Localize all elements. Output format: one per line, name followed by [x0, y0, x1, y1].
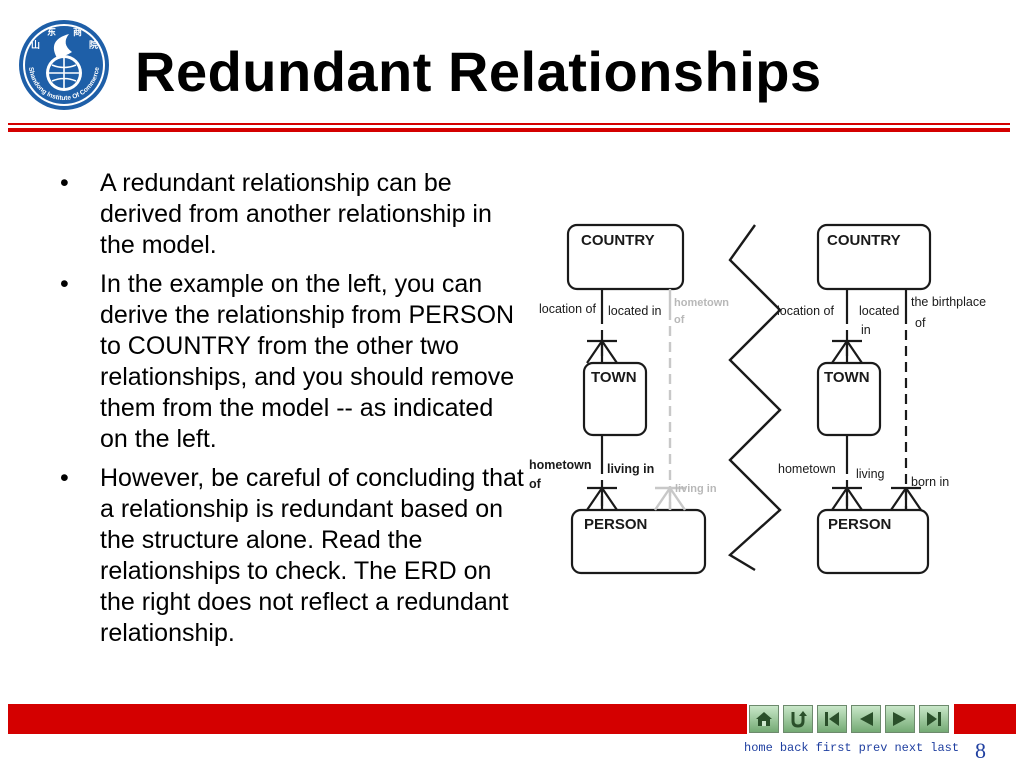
nav-link-home[interactable]: home: [744, 741, 773, 755]
right-born-in-label: born in: [911, 475, 949, 489]
first-button[interactable]: [817, 705, 847, 733]
right-town-crowfoot: [831, 340, 863, 364]
next-button[interactable]: [885, 705, 915, 733]
nav-link-prev[interactable]: prev: [858, 741, 888, 755]
prev-icon: [860, 712, 873, 726]
logo-char-2: 东: [47, 26, 56, 38]
nav-link-next[interactable]: next: [894, 741, 924, 755]
nav-link-back[interactable]: back: [779, 741, 809, 755]
last-button[interactable]: [919, 705, 949, 733]
bullet-item: • In the example on the left, you can de…: [55, 269, 525, 455]
footer-nav-buttons: [747, 704, 954, 734]
left-hometown-label: hometown: [529, 458, 592, 472]
right-person-label: PERSON: [828, 516, 891, 533]
left-redundant-crowfoot: [654, 487, 686, 511]
home-button[interactable]: [749, 705, 779, 733]
bullet-item: • However, be careful of concluding that…: [55, 463, 525, 649]
left-town-entity: [582, 361, 648, 437]
left-hometown-of-label: of: [529, 477, 542, 491]
school-logo: 山 东 商 院 Shandong Institute Of Commerce: [19, 20, 109, 110]
left-location-of-label: location of: [539, 302, 597, 316]
right-in-label: in: [861, 323, 871, 337]
zigzag-separator: [727, 224, 782, 572]
bullet-text: A redundant relationship can be derived …: [100, 169, 492, 259]
bullet-item: • A redundant relationship can be derive…: [55, 168, 525, 261]
page-title: Redundant Relationships: [135, 40, 822, 103]
back-icon: [791, 711, 807, 728]
title-rule-top: [8, 123, 1010, 125]
left-grey-living-in-label: living in: [675, 483, 717, 495]
right-living-label: living: [856, 467, 885, 481]
footer-nav-links: home back first prev next last: [744, 741, 959, 755]
right-birthplace-label: the birthplace: [911, 295, 986, 309]
last-icon: [927, 712, 941, 726]
right-birthplace-of-label: of: [915, 316, 926, 330]
logo-char-3: 商: [73, 26, 82, 38]
home-icon: [756, 712, 772, 726]
left-located-in-label: located in: [608, 304, 662, 318]
next-icon: [893, 712, 906, 726]
right-person-crowfoot: [831, 487, 863, 511]
bullet-list: • A redundant relationship can be derive…: [55, 168, 525, 657]
erd-diagram: COUNTRY TOWN PERSON COUNTRY TOWN PERSON …: [529, 223, 986, 575]
bullet-marker: •: [60, 169, 69, 197]
left-person-label: PERSON: [584, 516, 647, 533]
nav-link-first[interactable]: first: [815, 741, 852, 755]
first-icon: [825, 712, 839, 726]
right-town-entity: [816, 361, 882, 437]
bullet-text: In the example on the left, you can deri…: [100, 270, 515, 453]
left-living-in-label: living in: [607, 462, 654, 476]
bullet-marker: •: [60, 464, 69, 492]
left-grey-hometown-label: hometown: [674, 297, 729, 309]
right-country-entity: [816, 223, 932, 291]
left-grey-of-label: of: [674, 314, 685, 326]
bullet-marker: •: [60, 270, 69, 298]
logo-char-1: 山: [31, 39, 40, 51]
left-person-crowfoot: [586, 487, 618, 511]
nav-link-last[interactable]: last: [930, 741, 960, 755]
right-birthplace-crowfoot: [890, 487, 922, 511]
left-town-crowfoot: [586, 340, 618, 364]
right-location-of-label: location of: [777, 304, 835, 318]
right-town-label: TOWN: [824, 369, 870, 386]
left-country-label: COUNTRY: [581, 232, 655, 249]
page-number: 8: [975, 738, 986, 763]
left-country-entity: [566, 223, 685, 291]
right-hometown-label: hometown: [778, 462, 836, 476]
bullet-text: However, be careful of concluding that a…: [100, 464, 524, 647]
right-person-entity: [816, 508, 930, 575]
prev-button[interactable]: [851, 705, 881, 733]
left-person-entity: [570, 508, 707, 575]
title-rule-bottom: [8, 128, 1010, 132]
left-town-label: TOWN: [591, 369, 637, 386]
back-button[interactable]: [783, 705, 813, 733]
right-country-label: COUNTRY: [827, 232, 901, 249]
logo-char-4: 院: [89, 39, 98, 51]
right-located-label: located: [859, 304, 899, 318]
